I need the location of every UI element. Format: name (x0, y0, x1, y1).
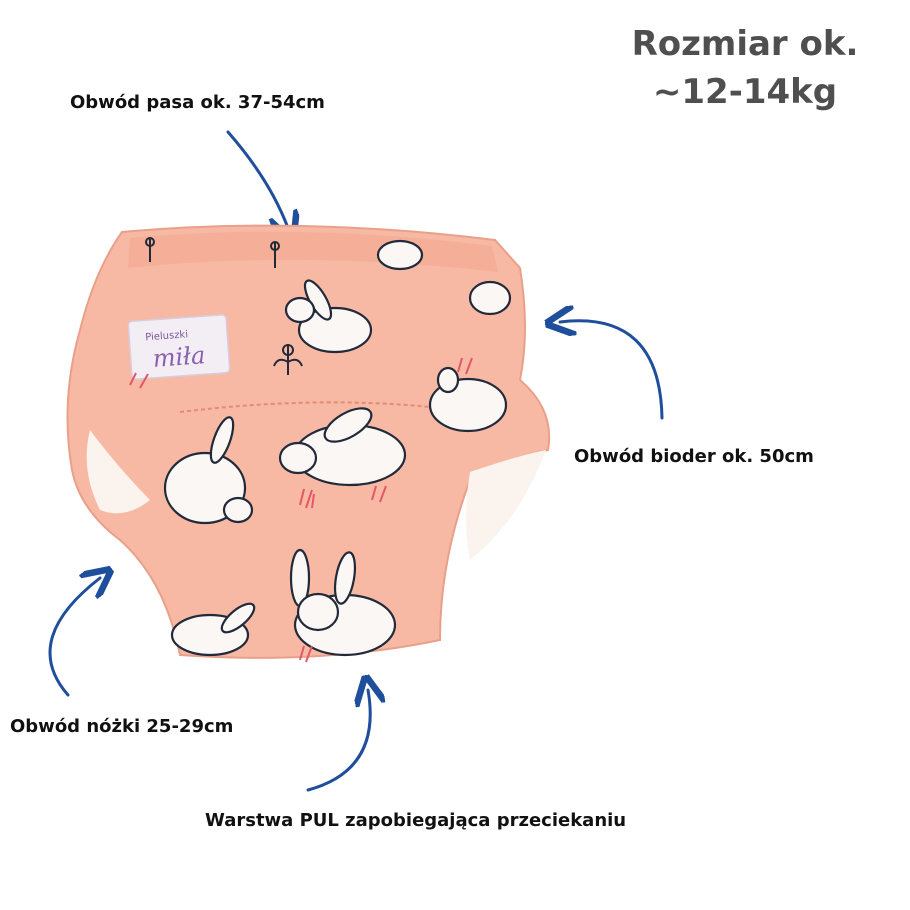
arrow-icon (306, 690, 370, 792)
bunny-icon (468, 280, 512, 316)
size-heading-line1: Rozmiar ok. (631, 24, 859, 64)
flower-icon (145, 237, 155, 262)
waist-label: Obwód pasa ok. 37-54cm (70, 92, 325, 113)
size-heading-line2: ~12-14kg (652, 72, 838, 112)
flower-icon (273, 344, 303, 375)
hips-label: Obwód bioder ok. 50cm (574, 446, 814, 467)
leg-label: Obwód nóżki 25-29cm (10, 716, 234, 737)
brand-tag-line2: miła (152, 341, 206, 373)
bunny-icon (278, 407, 407, 487)
arrow-icon (226, 130, 288, 228)
size-heading: Rozmiar ok. ~12-14kg (600, 20, 890, 116)
bunny-icon (428, 366, 508, 433)
bunny-icon (170, 602, 256, 657)
flower-icon (270, 241, 280, 268)
arrow-icon (560, 321, 664, 420)
bunny-icon (284, 279, 373, 354)
brand-tag-line1: Pieluszki (145, 329, 189, 343)
bunny-icon (163, 416, 254, 525)
arrow-icon (48, 578, 100, 697)
bunny-icon (289, 548, 397, 657)
bunny-icon (376, 239, 424, 271)
brand-tag (127, 314, 231, 380)
pul-layer-label: Warstwa PUL zapobiegająca przeciekaniu (205, 810, 627, 831)
